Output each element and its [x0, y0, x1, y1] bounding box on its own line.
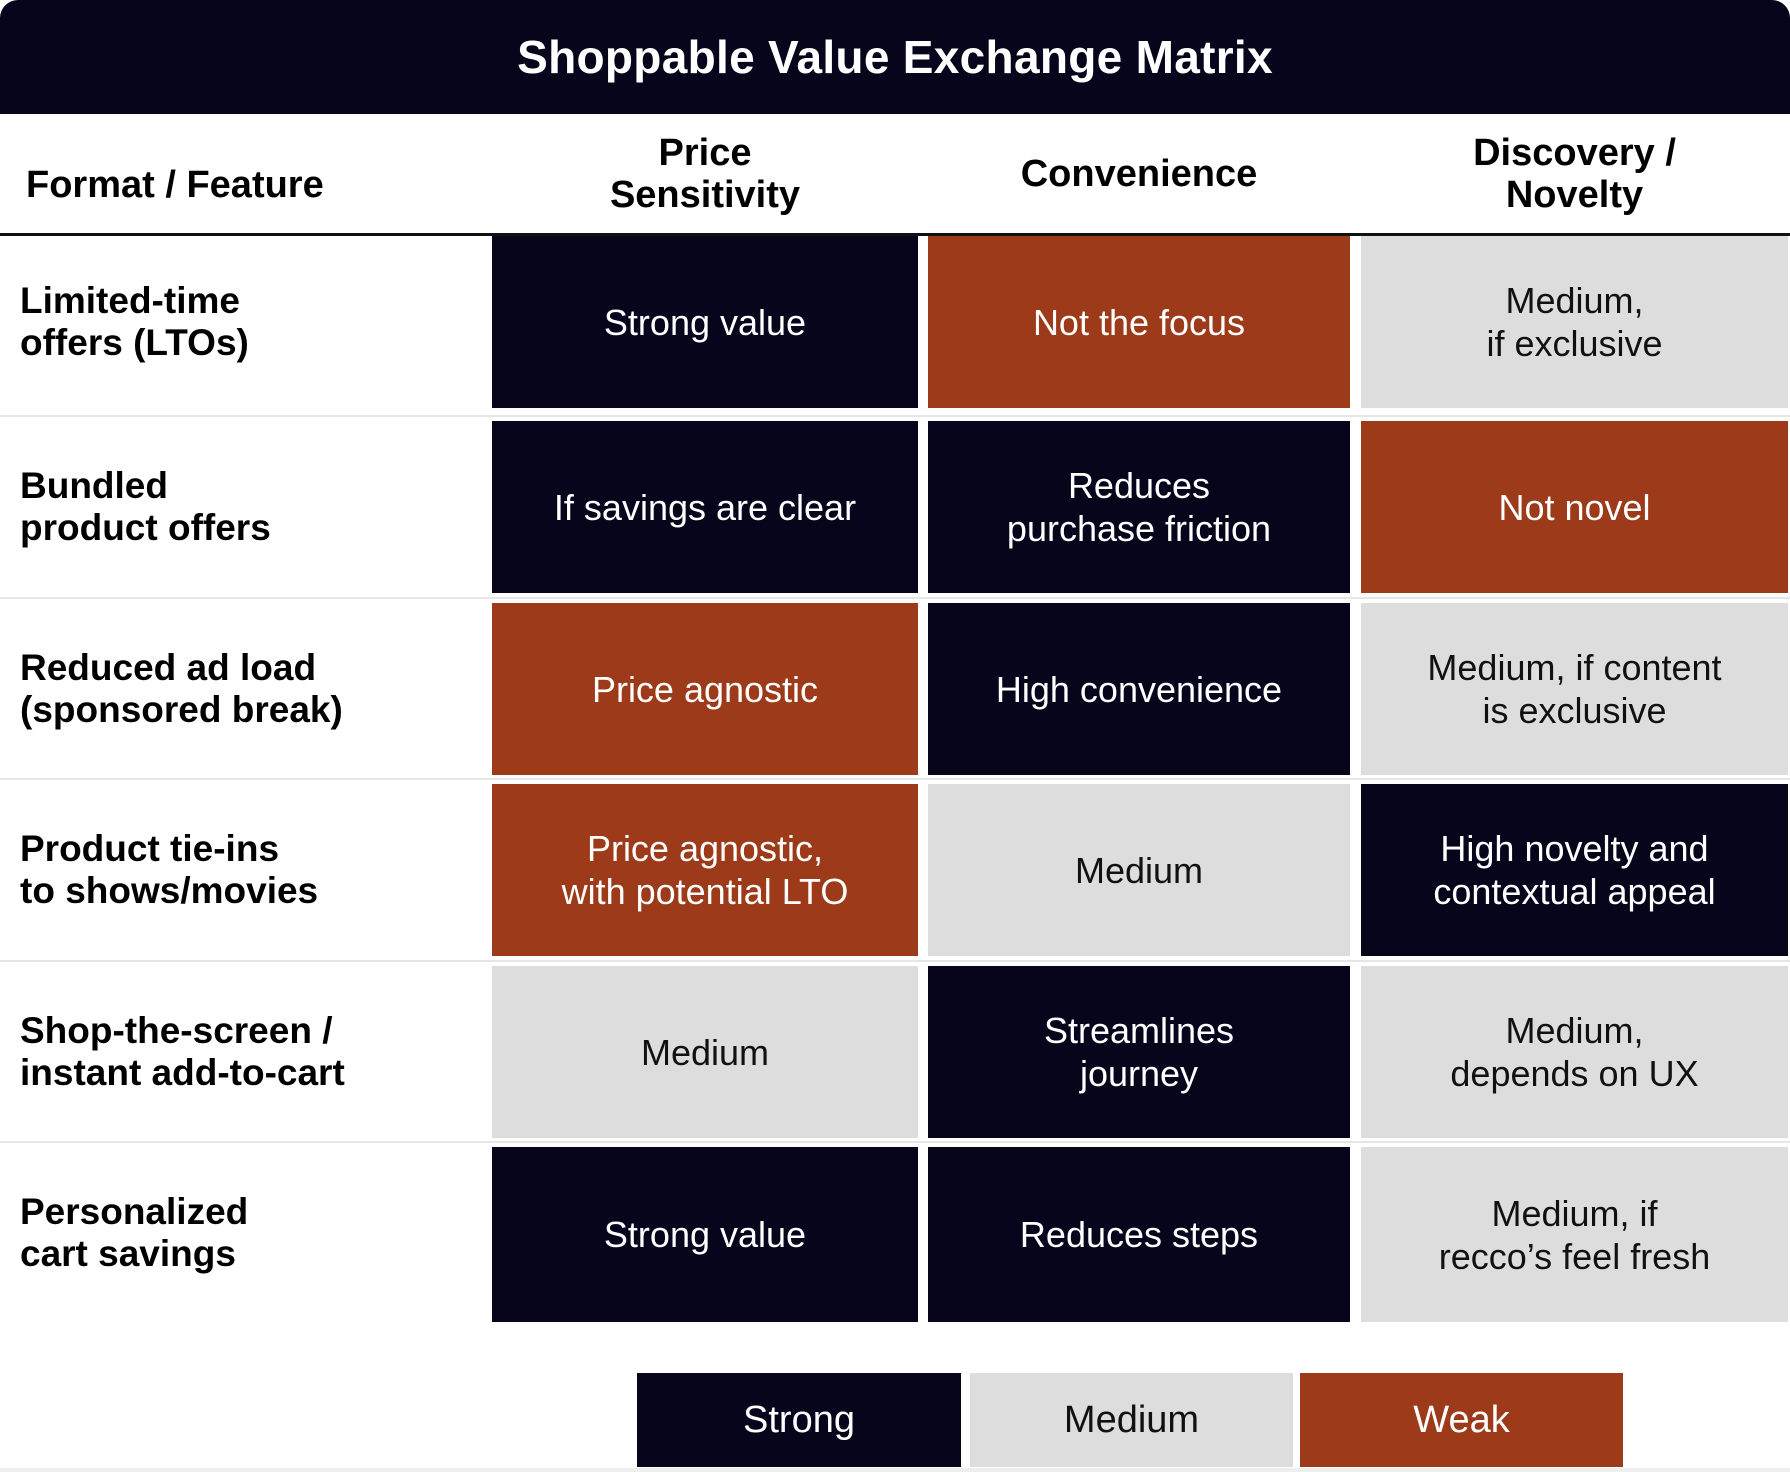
row-separator	[0, 960, 1790, 962]
header-divider	[0, 233, 1790, 236]
matrix-cell-medium: Medium, depends on UX	[1361, 966, 1788, 1138]
row-label: Personalized cart savings	[20, 1191, 249, 1274]
row-label: Shop-the-screen / instant add-to-cart	[20, 1010, 345, 1093]
matrix-cell-strong: High convenience	[928, 603, 1350, 775]
row-separator	[0, 597, 1790, 599]
legend-item-strong: Strong	[637, 1373, 961, 1467]
column-header-format: Format / Feature	[26, 164, 324, 206]
legend-item-weak: Weak	[1300, 1373, 1623, 1467]
matrix-cell-strong: Streamlines journey	[928, 966, 1350, 1138]
matrix-cell-strong: Reduces purchase friction	[928, 421, 1350, 593]
matrix-cell-weak: Not the focus	[928, 236, 1350, 408]
matrix-cell-medium: Medium, if exclusive	[1361, 236, 1788, 408]
matrix-cell-medium: Medium, if content is exclusive	[1361, 603, 1788, 775]
column-header-price: Price Sensitivity	[609, 132, 801, 216]
row-separator	[0, 415, 1790, 417]
matrix-cell-medium: Medium	[928, 784, 1350, 956]
matrix-cell-weak: Price agnostic	[492, 603, 918, 775]
bottom-border	[0, 1468, 1790, 1472]
row-label: Product tie-ins to shows/movies	[20, 828, 319, 911]
row-label: Reduced ad load (sponsored break)	[20, 647, 343, 730]
matrix-cell-medium: Medium, if recco’s feel fresh	[1361, 1147, 1788, 1322]
matrix-cell-strong: Strong value	[492, 236, 918, 408]
title-bar: Shoppable Value Exchange Matrix	[0, 0, 1790, 114]
row-label: Limited-time offers (LTOs)	[20, 280, 249, 363]
matrix-cell-strong: Strong value	[492, 1147, 918, 1322]
column-header-discovery: Discovery / Novelty	[1473, 132, 1676, 216]
row-separator	[0, 1141, 1790, 1143]
column-header-convenience: Convenience	[1020, 153, 1258, 195]
matrix-cell-weak: Not novel	[1361, 421, 1788, 593]
matrix-cell-strong: High novelty and contextual appeal	[1361, 784, 1788, 956]
matrix-cell-strong: If savings are clear	[492, 421, 918, 593]
row-separator	[0, 778, 1790, 780]
legend-item-medium: Medium	[970, 1373, 1293, 1467]
matrix-cell-medium: Medium	[492, 966, 918, 1138]
matrix-cell-weak: Price agnostic, with potential LTO	[492, 784, 918, 956]
matrix-title: Shoppable Value Exchange Matrix	[517, 31, 1273, 83]
matrix-cell-strong: Reduces steps	[928, 1147, 1350, 1322]
row-label: Bundled product offers	[20, 465, 271, 548]
